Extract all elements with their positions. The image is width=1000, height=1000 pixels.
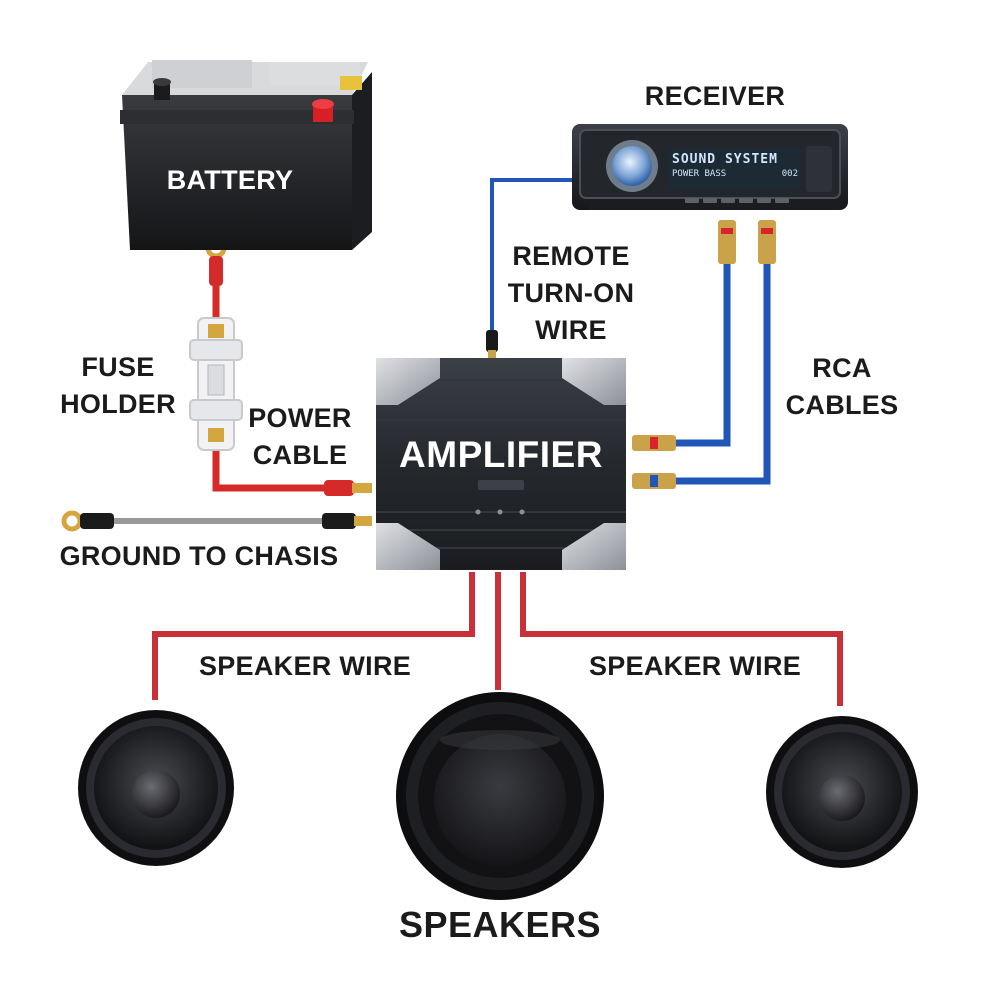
- remote-label-line3: WIRE: [535, 315, 607, 345]
- fuse-holder-label: FUSE HOLDER: [56, 349, 180, 423]
- power-label-line2: CABLE: [252, 440, 348, 470]
- fuse-label-line2: HOLDER: [60, 389, 176, 419]
- rca-label-line1: RCA: [812, 353, 872, 383]
- receiver-display-track: 002: [781, 169, 798, 179]
- speakers-label: SPEAKERS: [398, 904, 602, 945]
- amplifier-label: AMPLIFIER: [399, 434, 603, 475]
- remote-label-line1: REMOTE: [512, 241, 630, 271]
- speaker-left: [78, 710, 234, 866]
- rca-plug-amp-lower: [632, 473, 676, 489]
- rca-plug-top-right: [758, 220, 776, 264]
- rca-label-line2: CABLES: [785, 390, 899, 420]
- amp-power-terminal: [324, 480, 372, 496]
- power-cable-label: POWER CABLE: [242, 400, 358, 474]
- amp-corner-bottom-left: [376, 523, 440, 570]
- power-label-line1: POWER: [248, 403, 352, 433]
- remote-turn-on-wire: [486, 178, 575, 364]
- speaker-wire-left-label: SPEAKER WIRE: [198, 651, 412, 681]
- ground-wire: [61, 510, 372, 532]
- receiver-display-line2: POWER BASS: [672, 169, 727, 179]
- receiver-display-line1: SOUND SYSTEM: [672, 152, 778, 167]
- receiver-label: RECEIVER: [644, 81, 786, 111]
- receiver-head-unit: [572, 124, 848, 210]
- amp-corner-top-right: [562, 358, 626, 405]
- rca-plug-amp-upper: [632, 435, 676, 451]
- remote-turn-on-label: REMOTE TURN-ON WIRE: [498, 238, 644, 349]
- rca-plug-top-left: [718, 220, 736, 264]
- rca-cables: [632, 220, 776, 489]
- battery-negative-terminal: [153, 78, 171, 100]
- speaker-center-subwoofer: [396, 692, 604, 900]
- speaker-wires: [152, 572, 843, 706]
- battery: [120, 60, 372, 250]
- amp-corner-top-left: [376, 358, 440, 405]
- rca-cables-label: RCA CABLES: [780, 350, 904, 424]
- battery-label: BATTERY: [166, 165, 294, 195]
- amplifier: [376, 358, 626, 570]
- speaker-right: [766, 716, 918, 868]
- receiver-display: SOUND SYSTEM POWER BASS 002: [672, 152, 798, 182]
- ground-to-chasis-label: GROUND TO CHASIS: [59, 541, 339, 571]
- fuse-label-line1: FUSE: [81, 352, 155, 382]
- amp-corner-bottom-right: [562, 523, 626, 570]
- battery-positive-terminal: [312, 99, 334, 122]
- fuse-holder: [189, 317, 243, 451]
- remote-label-line2: TURN-ON: [507, 278, 635, 308]
- speaker-wire-right-label: SPEAKER WIRE: [588, 651, 802, 681]
